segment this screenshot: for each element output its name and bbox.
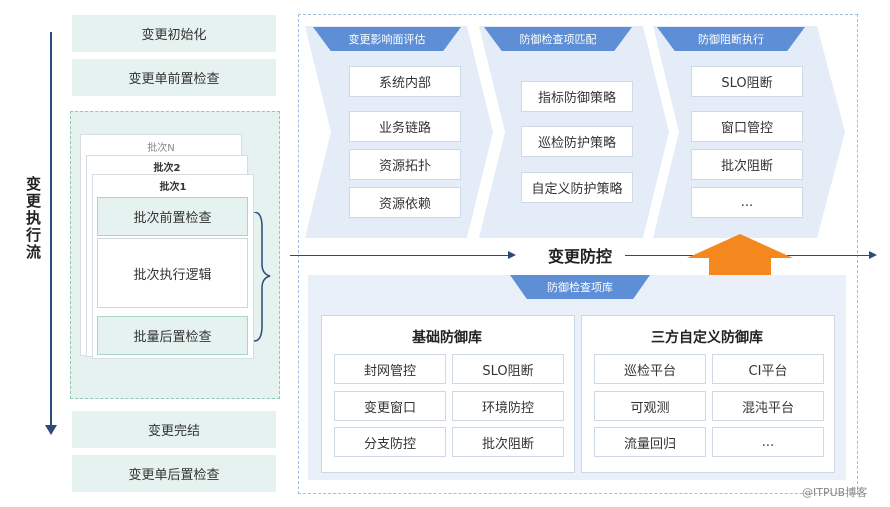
third-library-item: 混沌平台 bbox=[712, 391, 824, 421]
third-library-item: CI平台 bbox=[712, 354, 824, 384]
batch-post-check: 批量后置检查 bbox=[97, 316, 248, 355]
step-post-check: 变更单后置检查 bbox=[72, 455, 276, 492]
tab-block-exec: 防御阻断执行 bbox=[657, 27, 805, 51]
basic-library-item: 变更窗口 bbox=[334, 391, 446, 421]
basic-library-item: 批次阻断 bbox=[452, 427, 564, 457]
step-init: 变更初始化 bbox=[72, 15, 276, 52]
batch-pre-check: 批次前置检查 bbox=[97, 197, 248, 236]
third-library-item: 流量回归 bbox=[594, 427, 706, 457]
impact-item: 业务链路 bbox=[349, 111, 461, 142]
basic-library-item: 封网管控 bbox=[334, 354, 446, 384]
flow-arrow-left-icon bbox=[508, 251, 516, 259]
impact-item: 系统内部 bbox=[349, 66, 461, 97]
batch-exec-logic: 批次执行逻辑 bbox=[97, 238, 248, 308]
step-complete: 变更完结 bbox=[72, 411, 276, 448]
tab-impact-assessment: 变更影响面评估 bbox=[313, 27, 461, 51]
third-library-item: 可观测 bbox=[594, 391, 706, 421]
block-item: 窗口管控 bbox=[691, 111, 803, 142]
center-title: 变更防控 bbox=[547, 247, 612, 266]
flow-axis-line bbox=[50, 32, 52, 430]
basic-library-title: 基础防御库 bbox=[412, 330, 482, 346]
flow-line-left bbox=[290, 255, 512, 256]
batch-card-n-label: 批次N bbox=[147, 143, 175, 154]
impact-item: 资源拓扑 bbox=[349, 149, 461, 180]
batch-card-2-label: 批次2 bbox=[153, 163, 181, 174]
block-item: SLO阻断 bbox=[691, 66, 803, 97]
tab-library: 防御检查项库 bbox=[510, 275, 650, 299]
flow-label: 变更执行流 bbox=[24, 176, 42, 261]
third-library-item: ... bbox=[712, 427, 824, 457]
third-library-item: 巡检平台 bbox=[594, 354, 706, 384]
basic-library-item: SLO阻断 bbox=[452, 354, 564, 384]
defense-panel bbox=[298, 14, 858, 494]
block-item: 批次阻断 bbox=[691, 149, 803, 180]
third-party-library-title: 三方自定义防御库 bbox=[651, 330, 763, 346]
basic-library-item: 环境防控 bbox=[452, 391, 564, 421]
watermark: @ITPUB博客 bbox=[802, 486, 868, 499]
step-pre-check: 变更单前置检查 bbox=[72, 59, 276, 96]
match-item: 自定义防护策略 bbox=[521, 172, 633, 203]
impact-item: 资源依赖 bbox=[349, 187, 461, 218]
flow-arrow-right-icon bbox=[869, 251, 877, 259]
match-item: 指标防御策略 bbox=[521, 81, 633, 112]
match-item: 巡检防护策略 bbox=[521, 126, 633, 157]
batch-brace-icon bbox=[253, 212, 271, 342]
basic-library-item: 分支防控 bbox=[334, 427, 446, 457]
tab-check-match: 防御检查项匹配 bbox=[484, 27, 632, 51]
batch-card-1-label: 批次1 bbox=[159, 182, 187, 193]
flow-axis-arrow bbox=[45, 425, 57, 435]
block-item: ... bbox=[691, 187, 803, 218]
up-arrow-icon bbox=[687, 234, 793, 276]
